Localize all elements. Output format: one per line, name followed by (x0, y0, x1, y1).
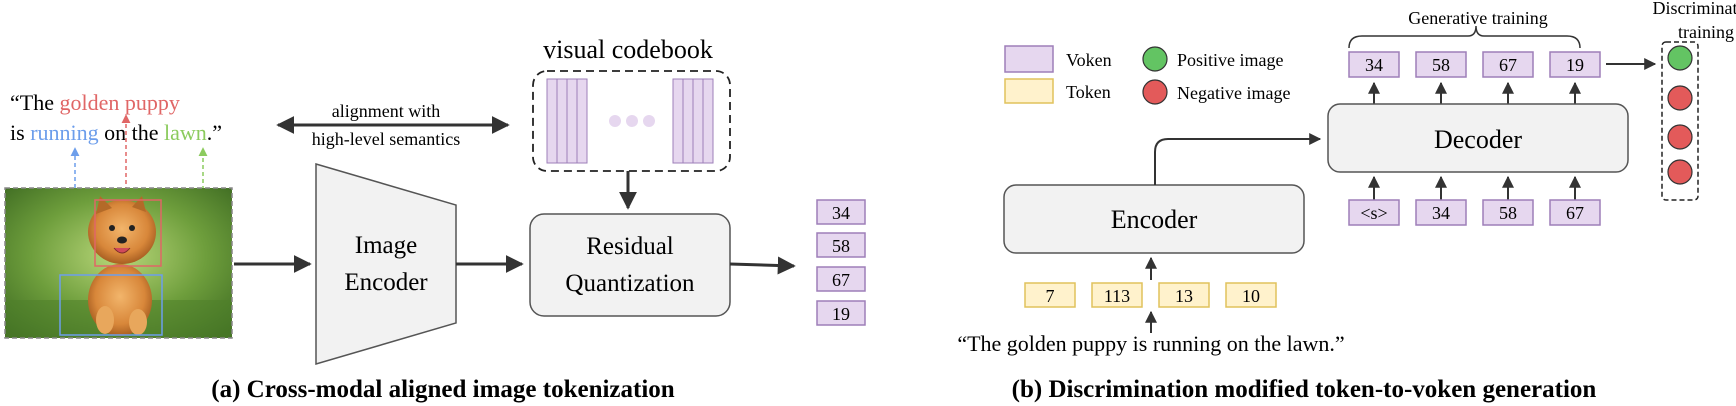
token-value: 10 (1242, 286, 1260, 306)
output-voken-value: 58 (1432, 55, 1450, 75)
output-voken (1415, 51, 1467, 78)
positive-image-circle (1667, 45, 1693, 71)
input-voken (1482, 199, 1534, 226)
discriminative-label-2: training (1678, 22, 1734, 42)
output-voken-value: 34 (1365, 55, 1383, 75)
code-box (816, 300, 866, 326)
code-value: 34 (832, 203, 850, 223)
code-value: 19 (832, 304, 850, 324)
input-voken-row: <s> 34 58 67 (1348, 199, 1601, 226)
codebook-vectors-left (546, 78, 588, 164)
image-encoder-label-1: Image (355, 232, 417, 259)
legend-negative-swatch (1142, 79, 1168, 105)
panel-a-caption: “The golden puppy (10, 90, 180, 115)
input-voken (1549, 199, 1601, 226)
input-voken-value: 67 (1566, 203, 1584, 223)
code-box (816, 232, 866, 258)
legend-voken-swatch (1004, 45, 1054, 73)
arrow-encoder-to-decoder (1154, 133, 1322, 185)
generative-training-brace (1348, 25, 1581, 49)
bbox-golden-puppy (94, 199, 162, 267)
highlight-running: running (30, 120, 98, 145)
token-value: 7 (1046, 286, 1055, 306)
image-encoder-block (315, 162, 457, 366)
alignment-label-2: high-level semantics (312, 129, 460, 149)
input-voken-value: <s> (1360, 203, 1387, 223)
output-voken (1549, 51, 1601, 78)
token (1158, 282, 1210, 308)
discriminator-box (1661, 41, 1699, 201)
input-voken (1348, 199, 1400, 226)
code-box (816, 199, 866, 225)
input-voken (1415, 199, 1467, 226)
token (1225, 282, 1277, 308)
output-voken-value: 67 (1499, 55, 1517, 75)
legend-negative-label: Negative image (1177, 83, 1290, 103)
output-voken-row: 34 58 67 19 (1348, 51, 1601, 78)
input-voken-value: 58 (1499, 203, 1517, 223)
legend-token-label: Token (1066, 82, 1111, 102)
panel-b: Voken Token Positive image Negative imag… (957, 0, 1736, 403)
negative-image-circle (1667, 159, 1693, 185)
codebook-ellipsis (609, 115, 655, 127)
panel-a-title: (a) Cross-modal aligned image tokenizati… (211, 376, 675, 403)
codebook-label: visual codebook (543, 35, 713, 64)
legend-token-swatch (1004, 78, 1054, 104)
negative-image-circle (1667, 124, 1693, 150)
generative-training-label: Generative training (1408, 8, 1547, 28)
token-row: 7 113 13 10 (1024, 282, 1277, 308)
legend-voken-label: Voken (1066, 50, 1112, 70)
token-value: 13 (1175, 286, 1193, 306)
code-stack: 34 58 67 19 (816, 199, 866, 326)
code-value: 67 (832, 270, 850, 290)
highlight-lawn: lawn (164, 120, 207, 145)
token (1024, 282, 1076, 308)
decoder-label: Decoder (1434, 125, 1522, 154)
rq-label-2: Quantization (565, 270, 695, 297)
legend-positive-label: Positive image (1177, 50, 1284, 70)
decoder-block (1327, 103, 1629, 173)
output-voken (1348, 51, 1400, 78)
codebook-vectors-right (672, 78, 714, 164)
bbox-running (59, 274, 163, 336)
code-value: 58 (832, 236, 850, 256)
input-voken-value: 34 (1432, 203, 1450, 223)
input-sentence: “The golden puppy is running on the lawn… (957, 331, 1344, 356)
panel-a-caption-line-2: is running on the lawn.” (10, 120, 222, 145)
discriminative-label-1: Discriminative (1653, 0, 1736, 18)
legend-positive-swatch (1142, 46, 1168, 72)
encoder-label: Encoder (1111, 205, 1198, 234)
codebook-box (532, 70, 731, 172)
arrow-rq-to-codes (729, 256, 796, 275)
alignment-label-1: alignment with (332, 101, 440, 121)
legend: Voken Token Positive image Negative imag… (1004, 45, 1290, 105)
residual-quantization-block (529, 213, 731, 317)
token (1091, 282, 1143, 308)
output-voken-value: 19 (1566, 55, 1584, 75)
code-box (816, 266, 866, 292)
panel-b-title: (b) Discrimination modified token-to-vok… (1012, 376, 1597, 403)
rq-label-1: Residual (586, 233, 674, 260)
panel-a: “The golden puppy is running on the lawn… (4, 35, 866, 403)
puppy-image (4, 187, 233, 339)
token-value: 113 (1104, 286, 1130, 306)
highlight-golden-puppy: golden puppy (59, 90, 179, 115)
output-voken (1482, 51, 1534, 78)
negative-image-circle (1667, 85, 1693, 111)
image-encoder-label-2: Encoder (344, 269, 428, 296)
